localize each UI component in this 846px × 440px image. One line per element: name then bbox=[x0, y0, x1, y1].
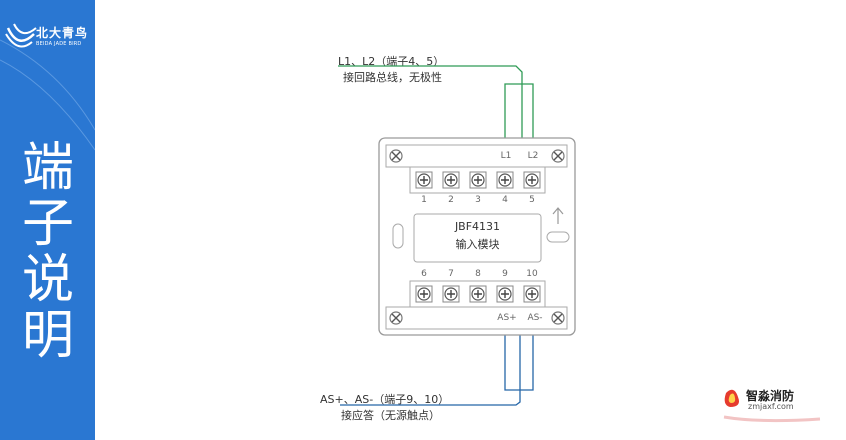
terminal-screw-icon bbox=[496, 285, 514, 303]
terminal-screw-icon bbox=[469, 171, 487, 189]
sidebar-title-char: 端 bbox=[21, 138, 74, 198]
top-terminal-screws bbox=[415, 171, 541, 189]
top-wire-label-line2: 接回路总线，无极性 bbox=[343, 71, 442, 84]
screw-icon bbox=[551, 149, 565, 163]
module-model: JBF4131 bbox=[454, 220, 501, 233]
terminal-screw-icon bbox=[496, 171, 514, 189]
terminal-number: 5 bbox=[529, 195, 535, 205]
tag-l1: L1 bbox=[500, 151, 512, 161]
tag-as-plus: AS+ bbox=[497, 313, 517, 323]
sidebar-title-char: 子 bbox=[21, 194, 74, 254]
corner-screws bbox=[389, 149, 565, 325]
terminal-number: 6 bbox=[421, 269, 427, 279]
terminal-number: 9 bbox=[502, 269, 508, 279]
watermark-logo-icon bbox=[723, 389, 821, 423]
sidebar-decoration bbox=[0, 39, 95, 151]
terminal-number: 10 bbox=[526, 269, 538, 279]
terminal-screw-icon bbox=[523, 285, 541, 303]
bottom-terminal-screws bbox=[415, 285, 541, 303]
screw-icon bbox=[389, 311, 403, 325]
bottom-wires bbox=[340, 300, 534, 406]
top-wires bbox=[338, 65, 534, 172]
brand-name-en: BEIDA JADE BIRD bbox=[36, 41, 82, 47]
bottom-wire-label-line2: 接应答（无源触点） bbox=[341, 409, 440, 422]
terminal-screw-icon bbox=[442, 171, 460, 189]
bottom-wire-label-line1: AS+、AS-（端子9、10） bbox=[320, 393, 450, 406]
left-mounting-slot bbox=[392, 223, 404, 249]
terminal-number: 2 bbox=[448, 195, 454, 205]
tag-as-minus: AS- bbox=[527, 313, 543, 323]
terminal-number: 8 bbox=[475, 269, 481, 279]
model-label-window bbox=[413, 213, 542, 263]
right-mounting-slot bbox=[546, 231, 570, 243]
watermark-url: zmjaxf.com bbox=[748, 402, 794, 411]
sidebar-title-char: 说 bbox=[21, 250, 74, 310]
terminal-screw-icon bbox=[469, 285, 487, 303]
screw-icon bbox=[551, 311, 565, 325]
terminal-number: 1 bbox=[421, 195, 427, 205]
top-wire-label-line1: L1、L2（端子4、5） bbox=[338, 55, 445, 68]
terminal-screw-icon bbox=[523, 171, 541, 189]
sidebar: 北大青鸟 BEIDA JADE BIRD 端 子 说 明 bbox=[0, 0, 95, 440]
up-arrow-icon bbox=[552, 207, 564, 224]
brand-logo-icon bbox=[5, 23, 37, 48]
tag-l2: L2 bbox=[527, 151, 539, 161]
terminal-number: 3 bbox=[475, 195, 481, 205]
terminal-screw-icon bbox=[442, 285, 460, 303]
brand-name-cn: 北大青鸟 bbox=[36, 26, 89, 40]
sidebar-title: 端 子 说 明 bbox=[8, 140, 88, 364]
terminal-number: 4 bbox=[502, 195, 508, 205]
terminal-screw-icon bbox=[415, 171, 433, 189]
sidebar-title-char: 明 bbox=[21, 306, 74, 366]
bottom-terminal-strip bbox=[385, 306, 568, 330]
terminal-screw-icon bbox=[415, 285, 433, 303]
module-name: 输入模块 bbox=[455, 238, 500, 251]
watermark-name: 智淼消防 bbox=[746, 389, 795, 403]
screw-icon bbox=[389, 149, 403, 163]
terminal-number: 7 bbox=[448, 269, 454, 279]
